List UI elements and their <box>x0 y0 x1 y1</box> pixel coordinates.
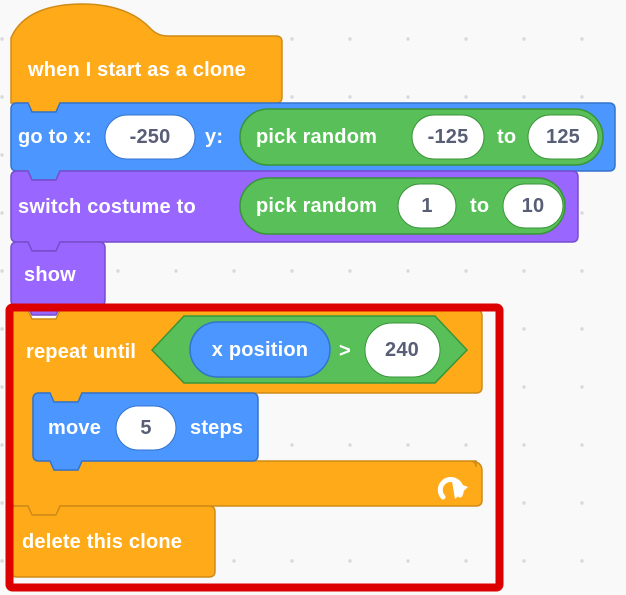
random-to-input[interactable] <box>502 183 564 229</box>
go-to-x-label: go to x: <box>18 126 92 148</box>
block-show[interactable]: show <box>10 241 106 316</box>
block-delete-this-clone[interactable]: delete this clone <box>10 505 216 578</box>
random-to-text: 10 <box>522 195 545 217</box>
steps-label: steps <box>190 417 243 439</box>
random-from-input[interactable] <box>411 114 485 160</box>
random-from-text: 1 <box>421 195 432 217</box>
block-go-to-xy[interactable]: go to x: -250 y: pick random -125 to 125 <box>10 102 616 181</box>
random-from-input[interactable] <box>397 183 457 229</box>
block-pick-random-costume[interactable]: pick random 1 to 10 <box>239 177 566 235</box>
hat-block-label: when I start as a clone <box>27 59 246 81</box>
repeat-until-label: repeat until <box>26 341 136 363</box>
steps-value-input[interactable] <box>115 405 177 451</box>
condition-value-text: 240 <box>385 339 419 361</box>
random-from-text: -125 <box>428 126 469 148</box>
block-repeat-until[interactable]: repeat until x position > 240 <box>10 309 483 516</box>
random-to-text: 125 <box>546 126 580 148</box>
random-to-label: to <box>470 195 489 217</box>
switch-costume-label: switch costume to <box>18 196 196 218</box>
block-x-position-reporter[interactable]: x position <box>189 321 331 378</box>
delete-clone-label: delete this clone <box>22 531 182 553</box>
random-to-label: to <box>497 126 516 148</box>
x-value-text: -250 <box>130 126 171 148</box>
block-when-i-start-as-a-clone[interactable]: when I start as a clone <box>10 3 283 113</box>
block-switch-costume[interactable]: switch costume to pick random 1 to 10 <box>10 170 579 252</box>
x-value-input[interactable] <box>104 114 196 160</box>
greater-than-operator: > <box>339 340 351 362</box>
pick-random-label: pick random <box>256 126 377 148</box>
pick-random-label: pick random <box>256 195 377 217</box>
highlight-rectangle <box>5 303 504 592</box>
block-pick-random-y[interactable]: pick random -125 to 125 <box>239 108 604 166</box>
loop-arrow-icon <box>437 477 468 500</box>
x-position-shape[interactable] <box>189 321 331 378</box>
show-block-label: show <box>24 264 76 286</box>
y-label: y: <box>205 126 223 148</box>
move-label: move <box>48 417 101 439</box>
hat-block-shape[interactable] <box>10 3 283 113</box>
block-move-steps[interactable]: move 5 steps <box>32 392 259 471</box>
random-to-input[interactable] <box>527 114 599 160</box>
condition-value-input[interactable] <box>364 322 441 378</box>
block-greater-than-condition[interactable]: x position > 240 <box>150 315 469 384</box>
x-position-label: x position <box>212 339 308 361</box>
steps-value-text: 5 <box>140 417 151 439</box>
